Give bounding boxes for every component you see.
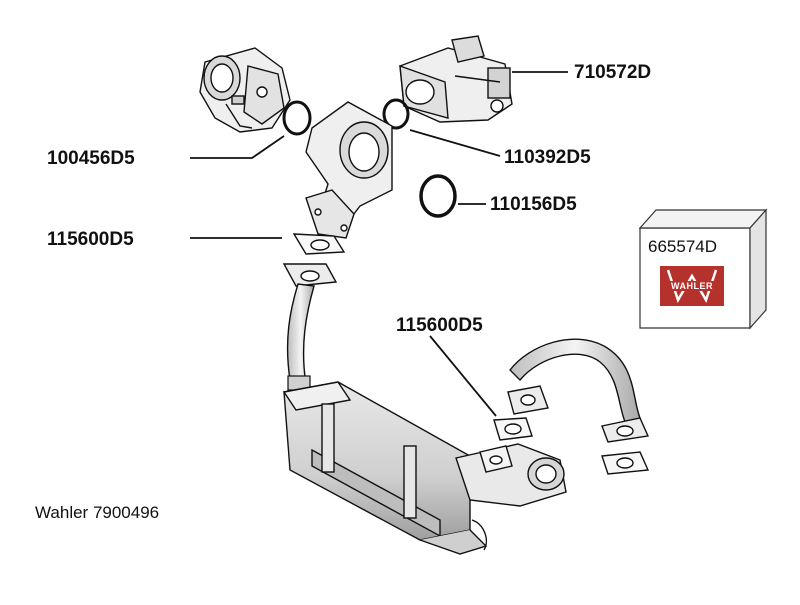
diagram-caption: Wahler 7900496 bbox=[35, 503, 160, 522]
egr-cooler-part bbox=[282, 381, 488, 555]
flange-gasket-right-part bbox=[601, 451, 650, 475]
part-label-throttle-body: 100456D5 bbox=[47, 148, 135, 169]
pipe-gasket-upper-part bbox=[292, 233, 346, 255]
kit-box-label: 665574D bbox=[648, 237, 718, 256]
intake-elbow-part bbox=[305, 101, 393, 239]
part-label-egr-valve: 710572D bbox=[574, 62, 652, 83]
wahler-logo: WAHLER bbox=[660, 266, 724, 306]
part-label-gasket-upper-right: 110392D5 bbox=[504, 147, 591, 168]
part-label-gasket-pipe-lower: 115600D5 bbox=[396, 315, 483, 336]
throttle-gasket-ring bbox=[282, 100, 312, 136]
part-label-o-ring: 110156D5 bbox=[490, 194, 577, 215]
throttle-body-part bbox=[199, 47, 291, 133]
egr-valve-gasket-ring bbox=[382, 98, 410, 130]
o-ring-part bbox=[419, 174, 457, 218]
part-label-gasket-pipe-upper: 115600D5 bbox=[47, 229, 134, 250]
egr-pipe-part bbox=[286, 283, 315, 385]
pipe-flange-upper-part bbox=[282, 263, 338, 287]
leader-lines bbox=[190, 71, 568, 417]
egr-valve-part bbox=[399, 35, 513, 123]
wahler-logo-text: WAHLER bbox=[669, 281, 715, 291]
cooler-outlet-part bbox=[455, 443, 567, 507]
pipe-gasket-lower-part bbox=[493, 417, 533, 441]
bypass-pipe-part bbox=[507, 338, 650, 443]
